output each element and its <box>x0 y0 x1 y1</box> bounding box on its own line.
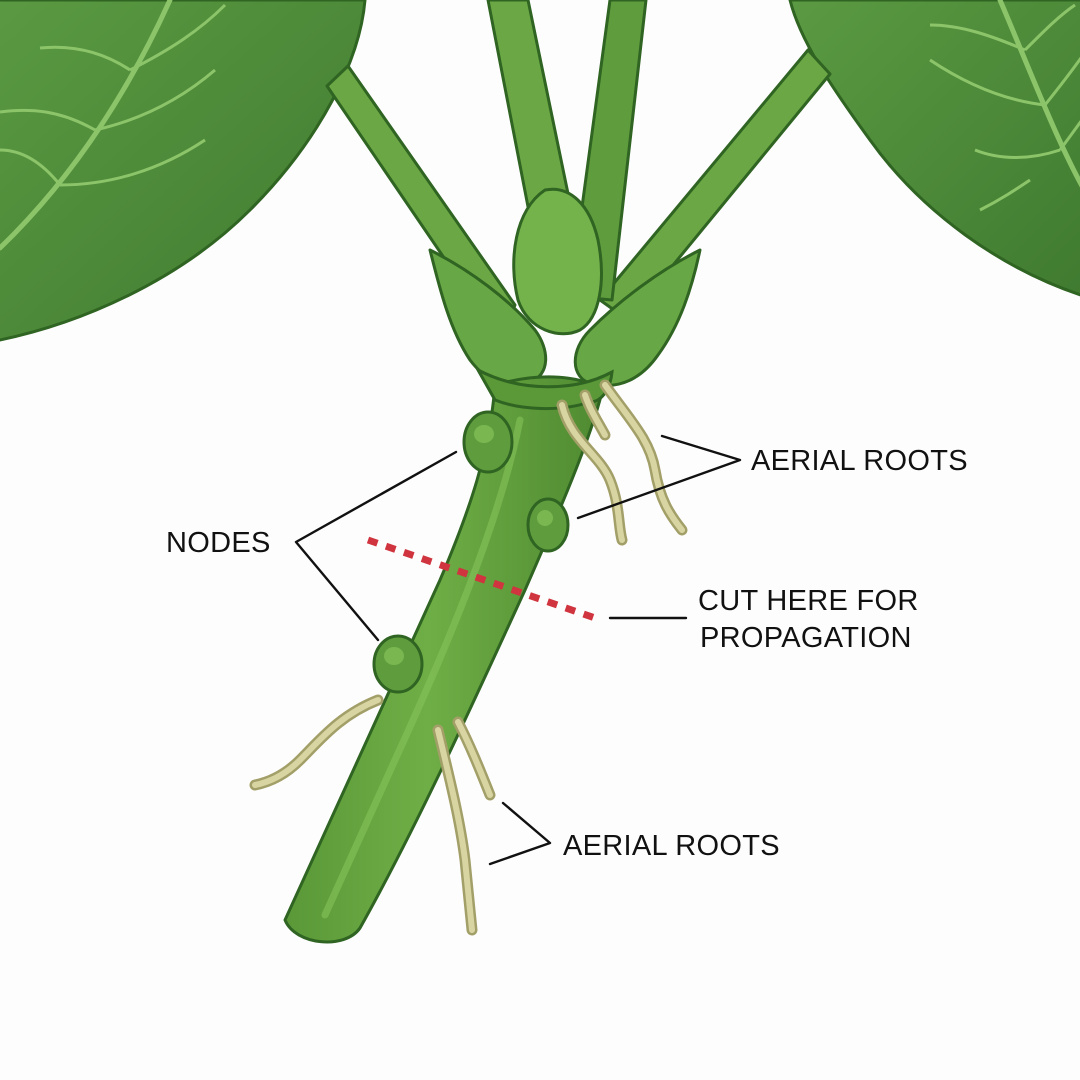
aerial-roots-upper-label: AERIAL ROOTS <box>751 445 968 477</box>
node-middle <box>526 497 570 553</box>
leader-lines <box>294 434 742 866</box>
nodes-label: NODES <box>166 527 271 559</box>
node-upper <box>462 410 514 474</box>
aerial-roots-upper <box>556 379 688 546</box>
right-leaf <box>788 0 1080 297</box>
aerial-roots-lower-leader <box>488 801 552 866</box>
node-lower <box>372 634 424 694</box>
cut-line <box>366 536 597 622</box>
aerial-roots-lower-label: AERIAL ROOTS <box>563 830 780 862</box>
aerial-roots-lower <box>249 694 496 936</box>
aerial-roots-upper-leader <box>576 434 742 520</box>
nodes-leader <box>294 450 458 642</box>
cut-label-line1: CUT HERE FOR <box>698 585 919 617</box>
cut-label-line2: PROPAGATION <box>700 622 912 654</box>
left-leaf <box>0 0 367 342</box>
petioles <box>325 0 832 387</box>
